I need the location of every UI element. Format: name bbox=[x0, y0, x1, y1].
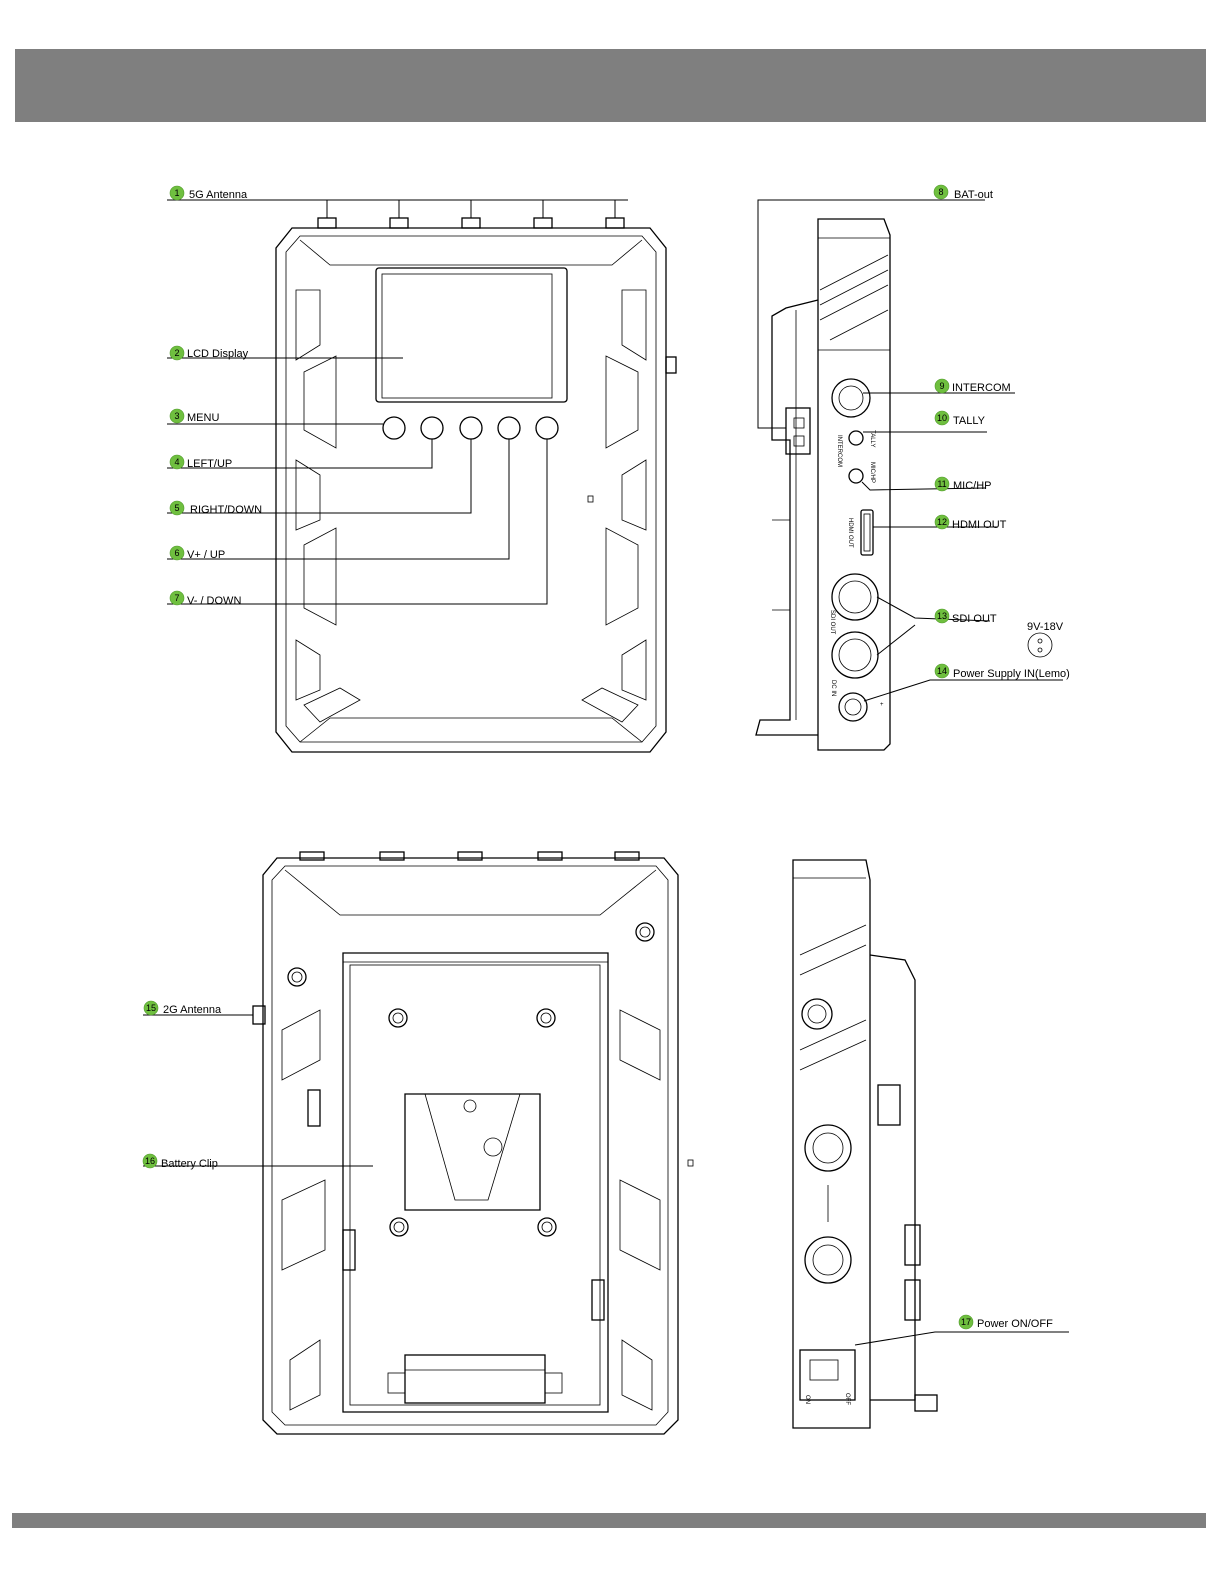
front-buttons bbox=[383, 417, 558, 439]
menu-button bbox=[383, 417, 405, 439]
callout-number: 10 bbox=[937, 413, 947, 423]
back-callout-lines bbox=[143, 1015, 373, 1166]
callout-label-bat-out: BAT-out bbox=[954, 189, 993, 201]
callout-15: 15 2G Antenna bbox=[144, 1001, 222, 1016]
off-mark: OFF bbox=[844, 1393, 850, 1405]
lcd-display bbox=[376, 268, 567, 402]
callout-number: 12 bbox=[937, 517, 947, 527]
callout-number: 5 bbox=[174, 503, 179, 513]
front-view bbox=[276, 218, 676, 752]
callout-label-power-on-off: Power ON/OFF bbox=[977, 1318, 1053, 1330]
callout-12: 12 HDMI OUT bbox=[935, 515, 1007, 531]
callout-label-hdmi-out: HDMI OUT bbox=[952, 519, 1007, 531]
mic-hp-port bbox=[849, 469, 863, 483]
callout-label-5g-antenna: 5G Antenna bbox=[189, 189, 248, 201]
side-callout-lines bbox=[758, 200, 1063, 701]
callout-label-battery-clip: Battery Clip bbox=[161, 1158, 218, 1170]
callout-11: 11 MIC/HP bbox=[935, 477, 992, 492]
callout-label-volume-down: V- / DOWN bbox=[187, 595, 241, 607]
callout-label-tally: TALLY bbox=[953, 415, 986, 427]
hdmi-mark: HDMI OUT bbox=[847, 518, 853, 548]
tally-port bbox=[849, 431, 863, 445]
battery-plate-screws bbox=[389, 1009, 556, 1236]
battery-plate bbox=[343, 953, 608, 1412]
callout-2: 2 LCD Display bbox=[170, 346, 249, 360]
callout-13: 13 SDI OUT bbox=[935, 609, 997, 625]
callout-number: 13 bbox=[937, 611, 947, 621]
lemo-connector-icon bbox=[1028, 633, 1052, 657]
right-down-button bbox=[460, 417, 482, 439]
callout-label-intercom: INTERCOM bbox=[952, 382, 1011, 394]
callout-16: 16 Battery Clip bbox=[143, 1154, 218, 1170]
power-callout-line bbox=[855, 1332, 1069, 1345]
callout-label-sdi-out: SDI OUT bbox=[952, 613, 997, 625]
svg-text:+: + bbox=[880, 702, 884, 708]
callout-7: 7 V- / DOWN bbox=[170, 591, 241, 607]
callout-number: 7 bbox=[174, 593, 179, 603]
battery-latch bbox=[405, 1355, 545, 1403]
tally-mark: TALLY bbox=[869, 430, 875, 447]
callout-10: 10 TALLY bbox=[935, 411, 986, 427]
callout-number: 11 bbox=[937, 479, 946, 489]
callout-label-mic-hp: MIC/HP bbox=[953, 480, 992, 492]
callout-number: 6 bbox=[174, 548, 179, 558]
callout-label-2g-antenna: 2G Antenna bbox=[163, 1004, 222, 1016]
callout-number: 1 bbox=[174, 188, 179, 198]
callout-number: 16 bbox=[145, 1156, 155, 1166]
callout-number: 4 bbox=[174, 457, 179, 467]
hdmi-port bbox=[861, 510, 873, 555]
back-view bbox=[253, 852, 693, 1434]
callout-number: 3 bbox=[174, 411, 179, 421]
left-up-button bbox=[421, 417, 443, 439]
callout-number: 14 bbox=[937, 666, 947, 676]
callout-label-power-supply-in: Power Supply IN(Lemo) bbox=[953, 668, 1070, 680]
dcin-mark: DC IN bbox=[830, 680, 836, 696]
callout-14: 14 Power Supply IN(Lemo) bbox=[935, 664, 1070, 680]
callout-label-left-up: LEFT/UP bbox=[187, 458, 232, 470]
power-supply-in-port bbox=[839, 693, 867, 721]
callout-4: 4 LEFT/UP bbox=[170, 455, 232, 470]
callout-17: 17 Power ON/OFF bbox=[959, 1315, 1053, 1330]
voltage-label: 9V-18V bbox=[1027, 621, 1064, 633]
callout-number: 15 bbox=[146, 1003, 156, 1013]
callout-6: 6 V+ / UP bbox=[170, 546, 225, 561]
intercom-mark: INTERCOM bbox=[836, 435, 842, 467]
side-view-power: ON OFF bbox=[793, 860, 937, 1428]
callout-number: 2 bbox=[174, 348, 179, 358]
callout-number: 8 bbox=[938, 187, 943, 197]
antenna-connectors-top bbox=[318, 218, 624, 228]
callout-1: 1 5G Antenna bbox=[170, 186, 248, 201]
on-mark: ON bbox=[804, 1395, 810, 1404]
volume-up-button bbox=[498, 417, 520, 439]
intercom-port bbox=[832, 379, 870, 417]
callout-9: 9 INTERCOM bbox=[935, 379, 1011, 394]
michp-mark: MIC/HP bbox=[869, 462, 875, 483]
callout-3: 3 MENU bbox=[170, 409, 219, 424]
callout-label-volume-up: V+ / UP bbox=[187, 549, 225, 561]
volume-down-button bbox=[536, 417, 558, 439]
callout-8: 8 BAT-out bbox=[934, 185, 993, 201]
callout-label-menu: MENU bbox=[187, 412, 219, 424]
callout-5: 5 RIGHT/DOWN bbox=[170, 501, 262, 516]
callout-label-right-down: RIGHT/DOWN bbox=[190, 504, 262, 516]
callout-label-lcd-display: LCD Display bbox=[187, 348, 249, 360]
sdi-mark: SDI OUT bbox=[829, 610, 835, 635]
callout-number: 17 bbox=[961, 1317, 971, 1327]
callout-number: 9 bbox=[939, 381, 944, 391]
